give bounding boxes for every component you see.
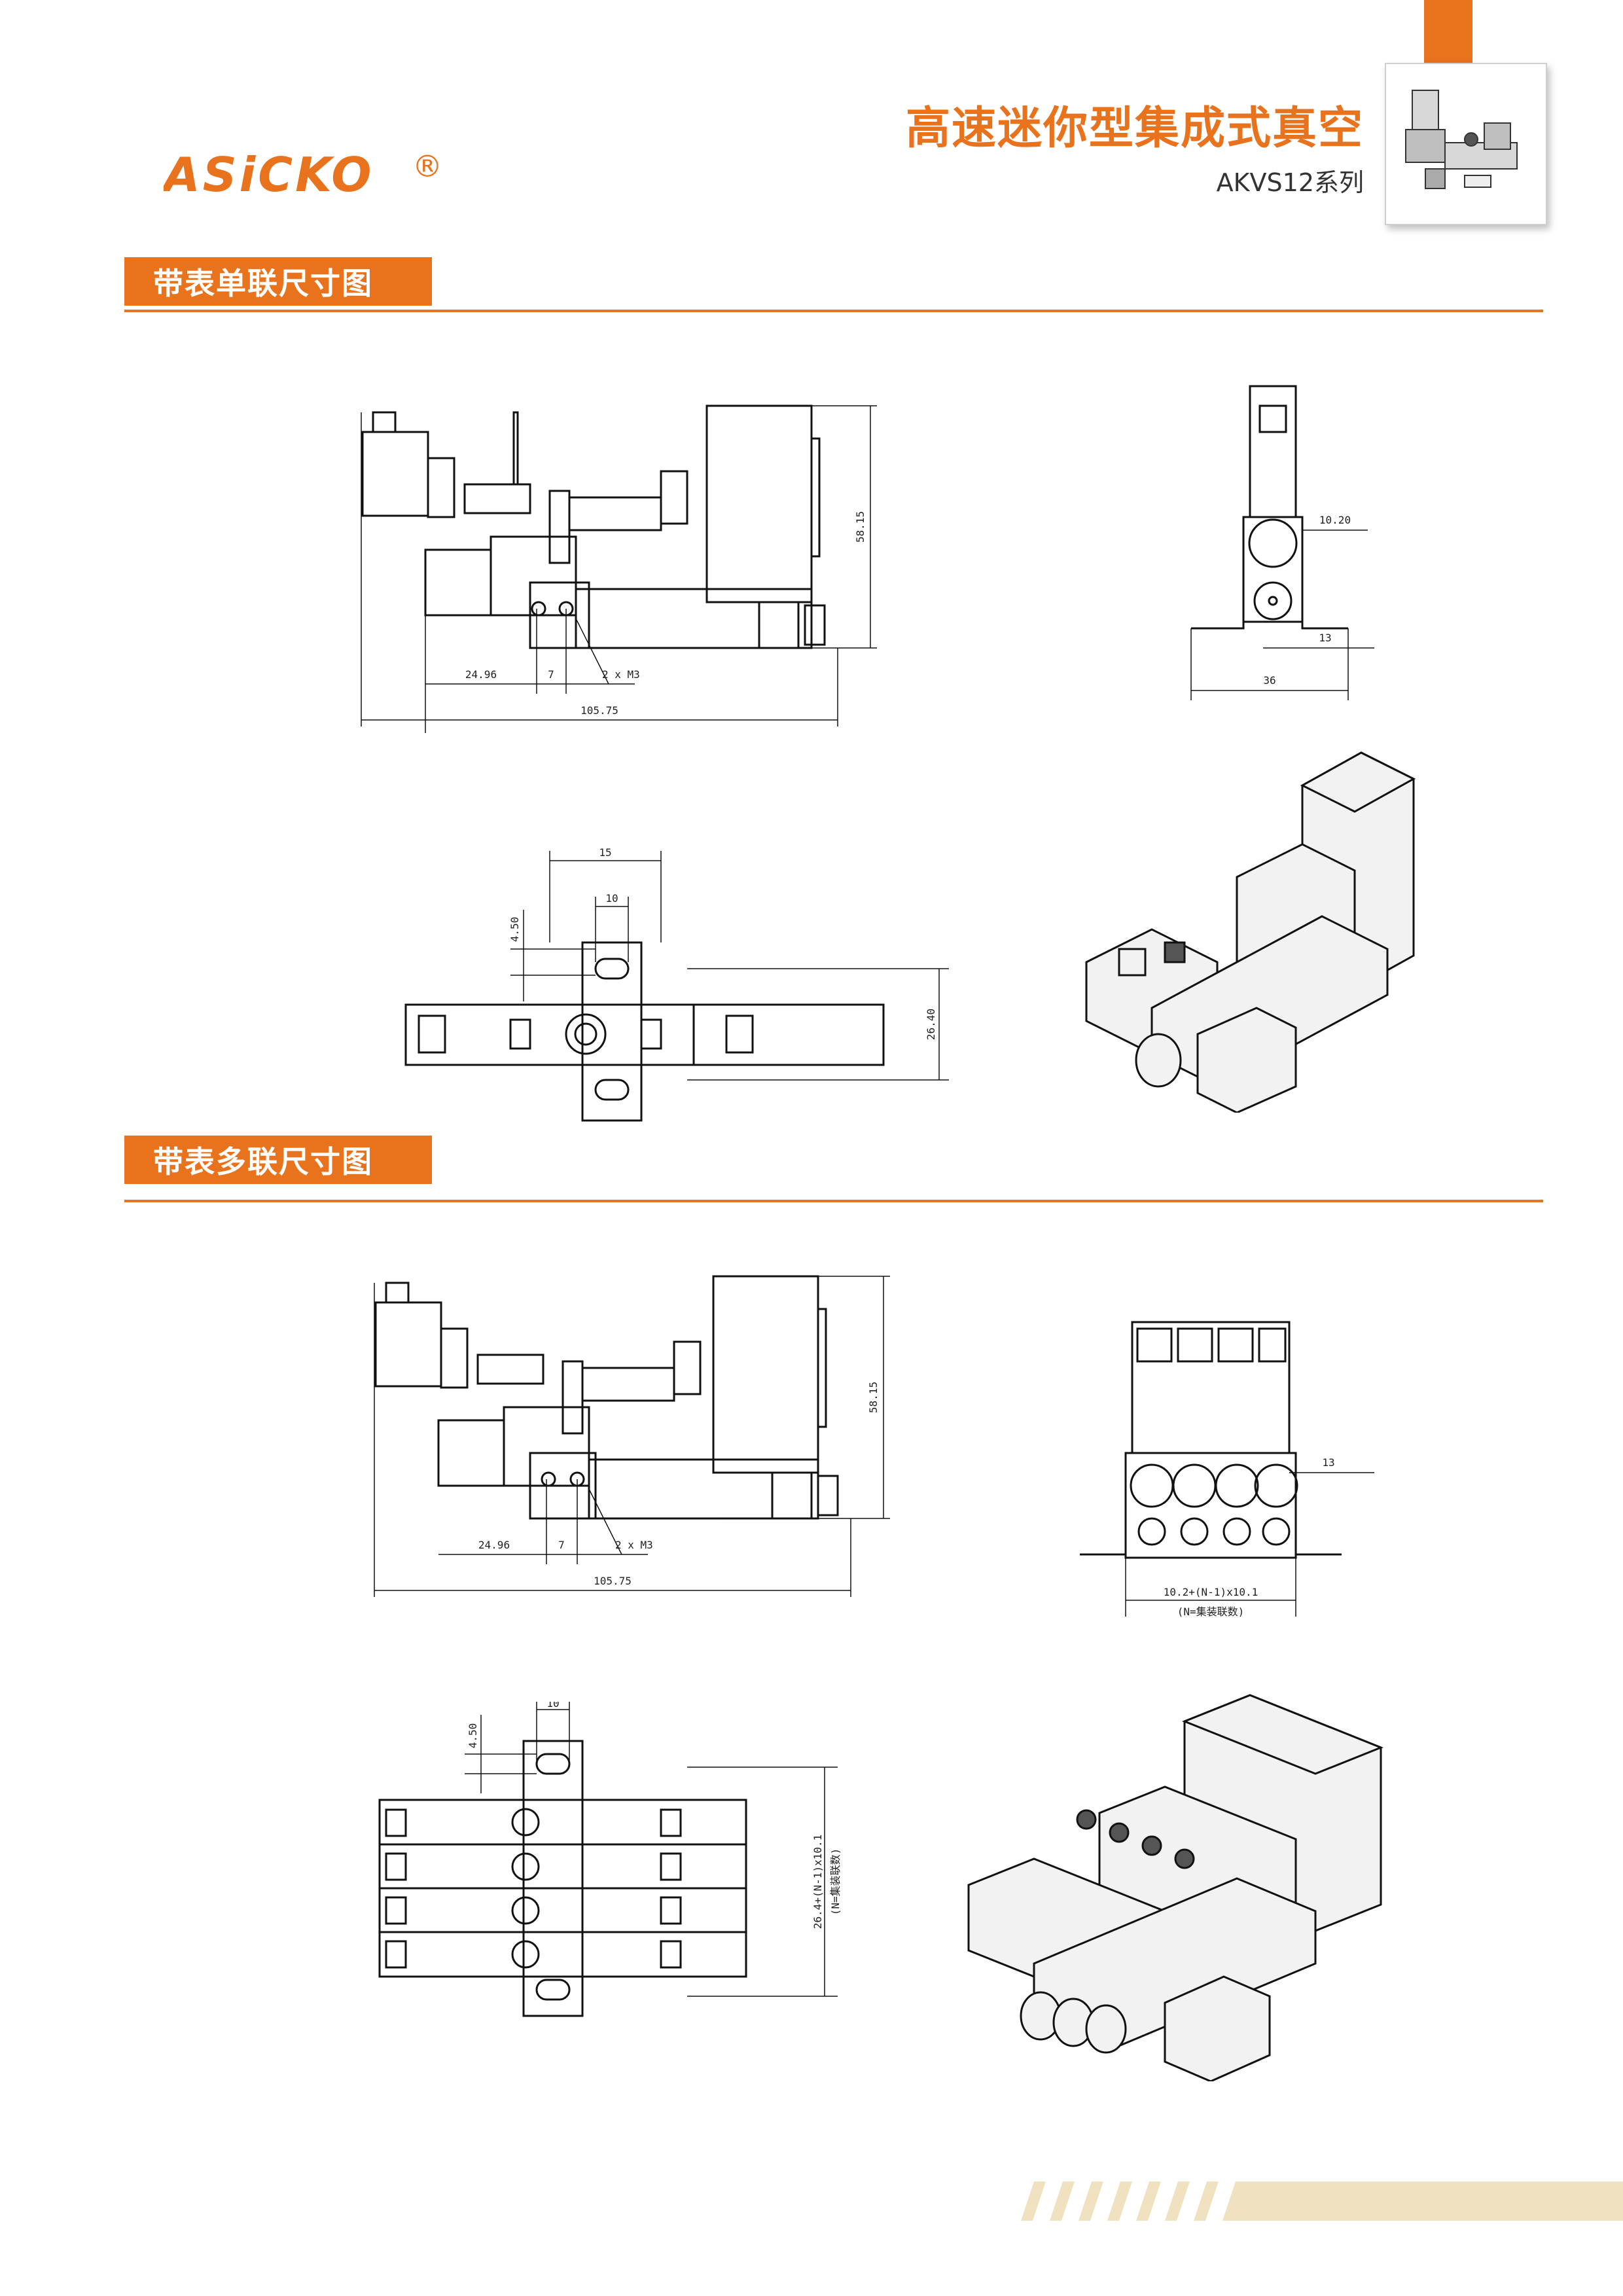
single-top-view-drawing: 15 10 4.50 26.40 [404, 846, 949, 1122]
dim-d1: 24.96 [465, 668, 497, 681]
dim-d2: 7 [548, 668, 554, 681]
dim-b: 13 [1322, 1456, 1334, 1469]
multi-side-view-drawing: 13 10.2+(N-1)x10.1 (N=集装联数) [1080, 1321, 1374, 1618]
brand-logo: ASiCKO ® [160, 144, 445, 206]
dim-formula: 10.2+(N-1)x10.1 [1164, 1586, 1258, 1598]
svg-text:®: ® [412, 149, 442, 184]
dim-w1: 15 [599, 846, 611, 859]
svg-text:ASiCKO: ASiCKO [164, 147, 374, 202]
header-accent-tab [1424, 0, 1472, 63]
dim-a: 10.20 [1319, 514, 1351, 526]
single-side-view-drawing: 10.20 13 36 [1190, 385, 1374, 700]
page-title: 高速迷你型集成式真空 [905, 103, 1364, 154]
dim-note: (N=集装联数) [1177, 1605, 1245, 1618]
dim-h1: 4.50 [467, 1723, 479, 1749]
dim-c: 36 [1263, 674, 1275, 687]
section-divider [124, 1200, 1543, 1202]
single-front-view-drawing: 58.15 24.96 7 2 x M3 105.75 [361, 404, 877, 733]
dim-h1: 4.50 [508, 917, 521, 942]
dim-thread: 2 x M3 [615, 1539, 653, 1551]
vacuum-generator-product-image [1385, 63, 1547, 225]
multi-front-view-drawing: 58.15 24.96 7 2 x M3 105.75 [374, 1275, 890, 1597]
footer-stripes-decoration [1021, 2181, 1623, 2221]
dim-w2: 10 [546, 1702, 559, 1710]
dim-formula: 26.4+(N-1)x10.1 [812, 1835, 824, 1929]
dim-note: (N=集装联数) [829, 1848, 842, 1916]
series-subtitle: AKVS12系列 [1216, 168, 1364, 197]
multi-isometric-drawing [967, 1694, 1384, 2081]
dim-d2: 7 [558, 1539, 565, 1551]
multi-top-view-drawing: 10 4.50 26.4+(N-1)x10.1 (N=集装联数) [378, 1702, 842, 2017]
dim-h2: 26.40 [925, 1009, 937, 1040]
dim-b: 13 [1319, 632, 1331, 644]
dim-length: 105.75 [580, 704, 618, 717]
dim-thread: 2 x M3 [602, 668, 640, 681]
section-title-single: 带表单联尺寸图 [124, 257, 432, 306]
dim-d1: 24.96 [478, 1539, 510, 1551]
single-isometric-drawing [1085, 751, 1416, 1113]
dim-w2: 10 [605, 892, 618, 905]
dim-height: 58.15 [854, 511, 866, 543]
section-title-multi: 带表多联尺寸图 [124, 1136, 432, 1184]
section-divider [124, 310, 1543, 312]
dim-length: 105.75 [594, 1575, 632, 1587]
dim-height: 58.15 [867, 1382, 880, 1413]
